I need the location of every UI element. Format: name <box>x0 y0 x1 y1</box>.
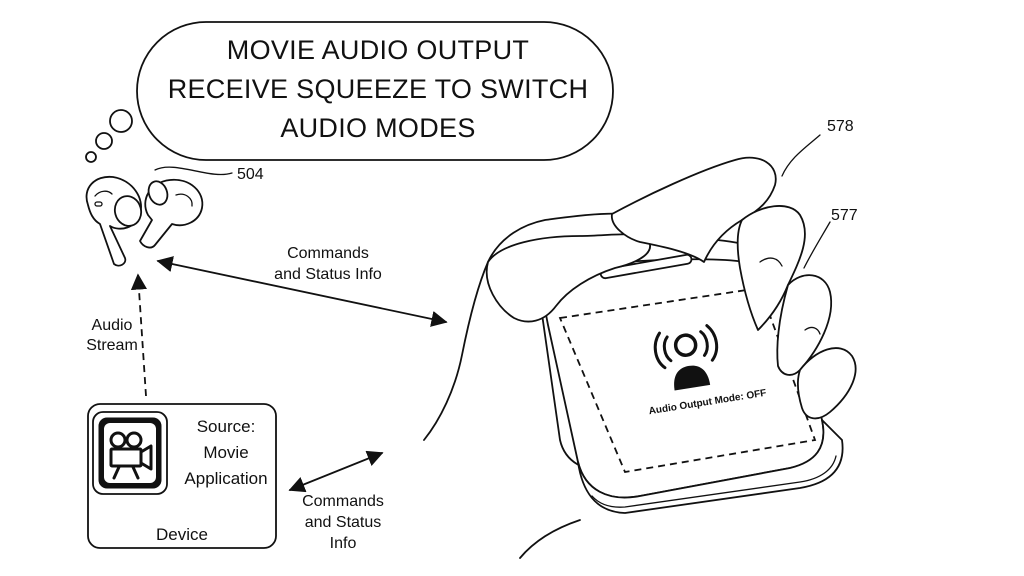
bottom-commands-label-1: Commands <box>302 493 384 510</box>
hand-ref-578: 578 <box>827 118 854 135</box>
bottom-commands-arrow <box>288 450 384 493</box>
bubble-line-1: MOVIE AUDIO OUTPUT <box>227 35 529 65</box>
audio-stream-arrow <box>130 273 148 397</box>
bubble-line-2: RECEIVE SQUEEZE TO SWITCH <box>168 74 589 104</box>
person-audio-icon <box>653 324 719 391</box>
device-source-line-3: Application <box>184 469 267 488</box>
thought-bubble: MOVIE AUDIO OUTPUT RECEIVE SQUEEZE TO SW… <box>85 21 614 163</box>
top-commands-label-1: Commands <box>287 245 369 262</box>
top-commands-label-2: and Status Info <box>274 266 382 283</box>
audio-stream-label-1: Audio <box>92 317 133 334</box>
top-commands-arrow <box>156 256 448 327</box>
device-label: Device <box>156 525 208 544</box>
bottom-commands-label-3: Info <box>330 535 357 552</box>
device-box: Source: Movie Application Device <box>87 403 277 549</box>
case-ref-577: 577 <box>831 207 858 224</box>
device-source-line-2: Movie <box>203 443 248 462</box>
earbuds-ref-504: 504 <box>237 166 264 183</box>
audio-stream-label-2: Stream <box>86 337 138 354</box>
earbuds-icon <box>85 166 233 267</box>
bubble-line-3: AUDIO MODES <box>280 113 475 143</box>
bottom-commands-label-2: and Status <box>305 514 382 531</box>
movie-camera-icon <box>92 411 168 495</box>
hand-holding-case <box>423 134 857 559</box>
device-source-line-1: Source: <box>197 417 256 436</box>
